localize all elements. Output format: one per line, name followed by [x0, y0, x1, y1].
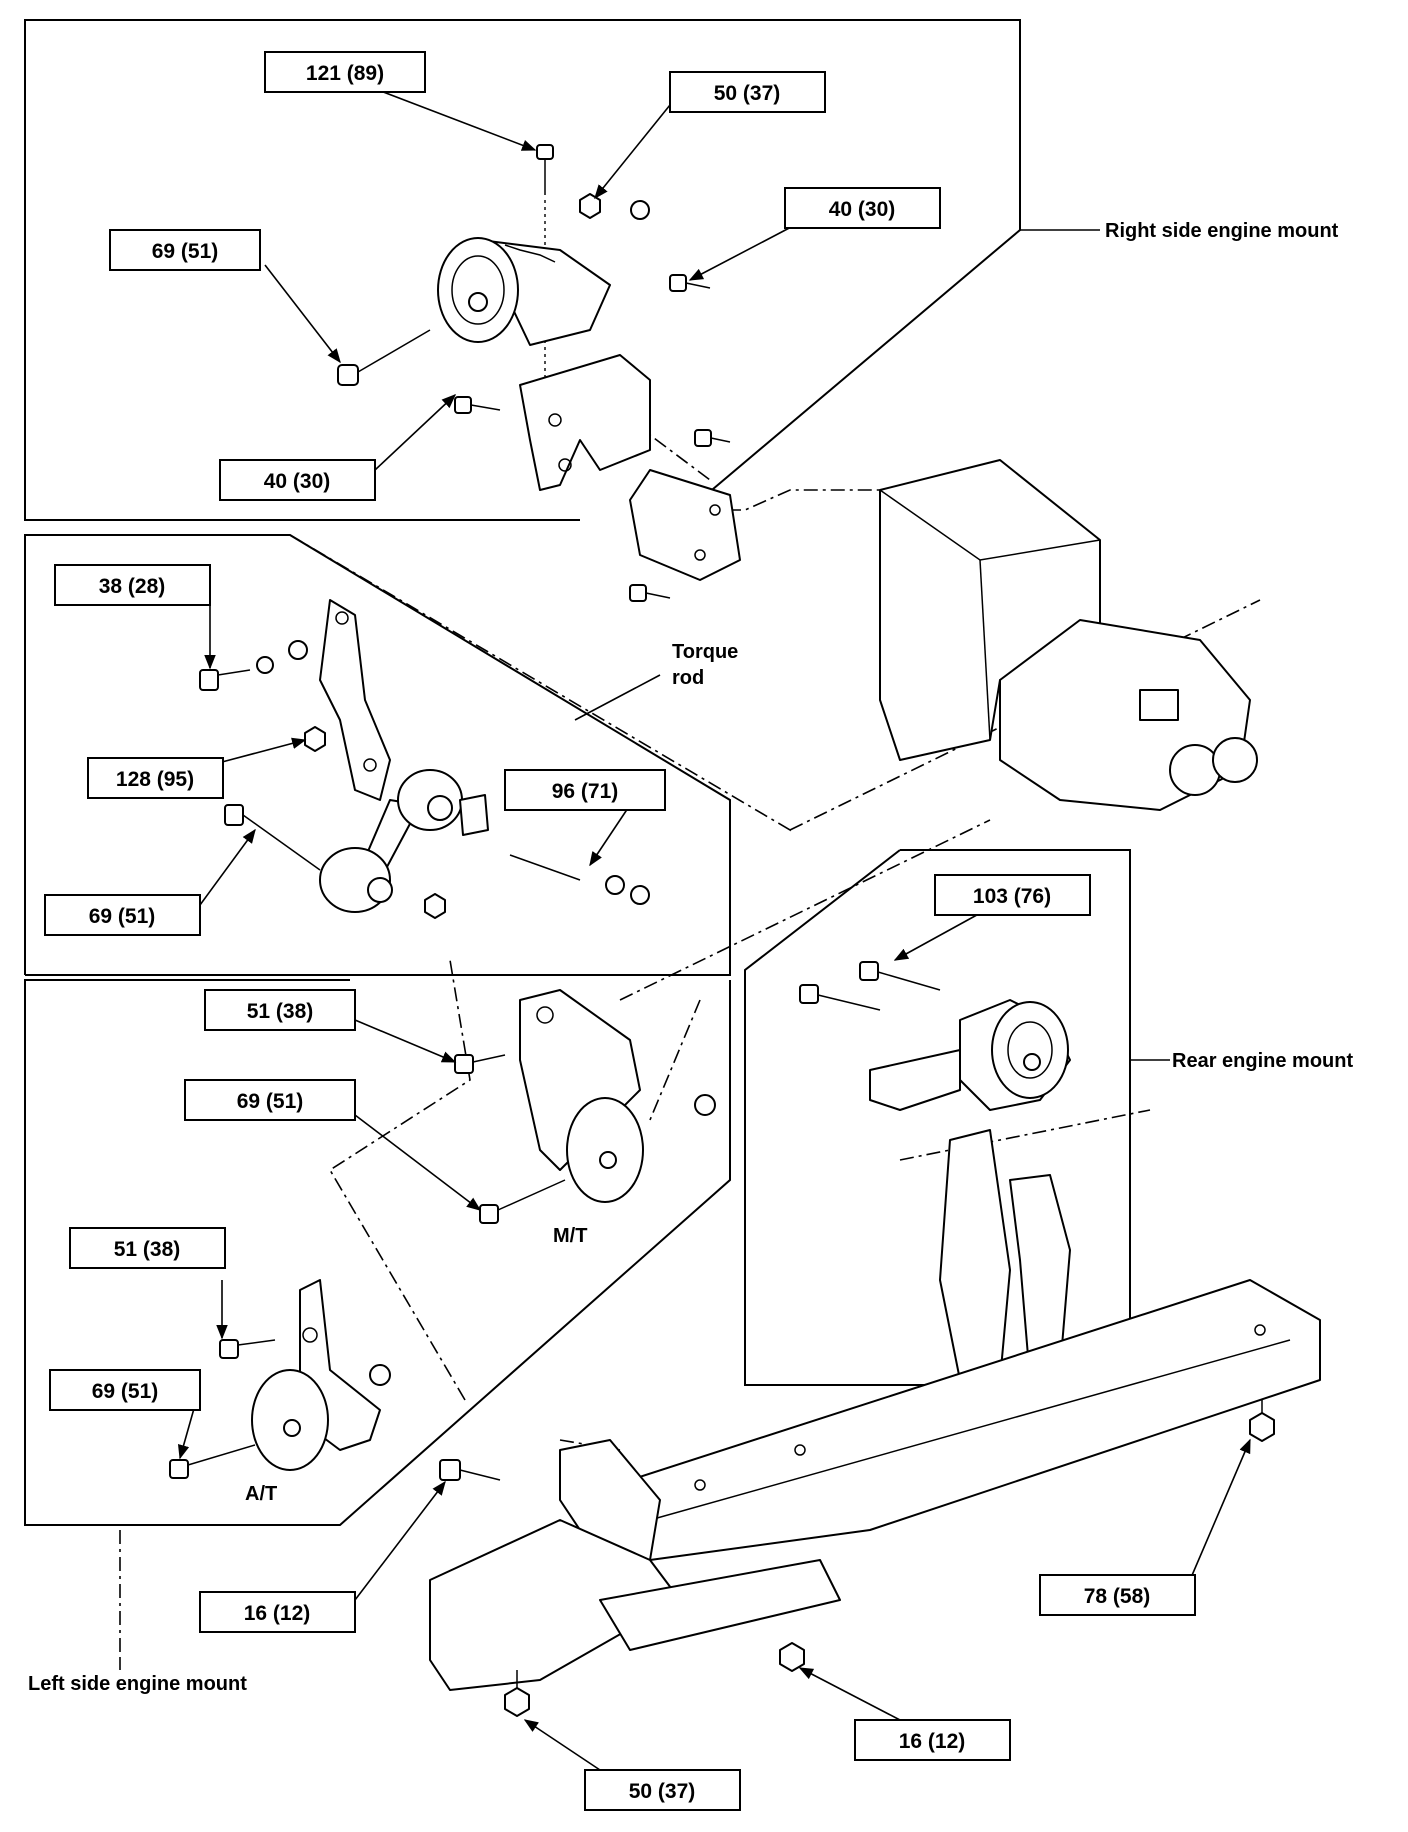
- label-50a-text: 50 (37): [714, 82, 781, 105]
- label-40b: 40 (30): [219, 459, 376, 501]
- label-38-text: 38 (28): [99, 575, 166, 598]
- label-69b: 69 (51): [44, 894, 201, 936]
- label-78-text: 78 (58): [1084, 1585, 1151, 1608]
- label-51b: 51 (38): [69, 1227, 226, 1269]
- label-103: 103 (76): [934, 874, 1091, 916]
- label-121: 121 (89): [264, 51, 426, 93]
- torque-rod-assembly: [199, 599, 650, 919]
- label-38: 38 (28): [54, 564, 211, 606]
- rear-mount-frame: [744, 849, 1131, 1386]
- label-69c: 69 (51): [184, 1079, 356, 1121]
- label-128-text: 128 (95): [116, 768, 194, 791]
- label-121-text: 121 (89): [306, 62, 384, 85]
- label-69a: 69 (51): [109, 229, 261, 271]
- label-69d-text: 69 (51): [92, 1380, 159, 1403]
- caption-at: A/T: [245, 1483, 277, 1505]
- right-mount-frame: [24, 19, 1021, 521]
- right-mount-assembly: [337, 144, 741, 602]
- label-96-text: 96 (71): [552, 780, 619, 803]
- label-16a: 16 (12): [199, 1591, 356, 1633]
- left-mount-frame: [24, 979, 731, 1526]
- rear-mount-assembly: [799, 961, 1071, 1381]
- label-16b-text: 16 (12): [899, 1730, 966, 1753]
- label-16b: 16 (12): [854, 1719, 1011, 1761]
- caption-torque-rod-1: Torque: [672, 641, 738, 663]
- label-51a: 51 (38): [204, 989, 356, 1031]
- label-40b-text: 40 (30): [264, 470, 331, 493]
- label-40a: 40 (30): [784, 187, 941, 229]
- at-mount-assembly: [169, 1279, 391, 1479]
- caption-right-mount: Right side engine mount: [1105, 220, 1339, 242]
- label-40a-text: 40 (30): [829, 198, 896, 221]
- torque-rod-frame: [24, 534, 731, 976]
- label-69b-text: 69 (51): [89, 905, 156, 928]
- label-103-text: 103 (76): [973, 885, 1051, 908]
- caption-left-mount: Left side engine mount: [28, 1673, 247, 1695]
- label-51b-text: 51 (38): [114, 1238, 181, 1261]
- label-69a-text: 69 (51): [152, 240, 219, 263]
- label-50b: 50 (37): [584, 1769, 741, 1811]
- label-69d: 69 (51): [49, 1369, 201, 1411]
- mt-mount-assembly: [454, 989, 716, 1224]
- caption-torque-rod-2: rod: [672, 667, 704, 689]
- label-96: 96 (71): [504, 769, 666, 811]
- label-50a: 50 (37): [669, 71, 826, 113]
- leader-lines: [119, 84, 1251, 1771]
- caption-rear-mount: Rear engine mount: [1172, 1050, 1353, 1072]
- caption-mt: M/T: [553, 1225, 587, 1247]
- engine-transmission: [879, 459, 1258, 811]
- label-16a-text: 16 (12): [244, 1602, 311, 1625]
- label-50b-text: 50 (37): [629, 1780, 696, 1803]
- subframe: [429, 1279, 1321, 1717]
- label-51a-text: 51 (38): [247, 1000, 314, 1023]
- label-78: 78 (58): [1039, 1574, 1196, 1616]
- label-128: 128 (95): [87, 757, 224, 799]
- label-69c-text: 69 (51): [237, 1090, 304, 1113]
